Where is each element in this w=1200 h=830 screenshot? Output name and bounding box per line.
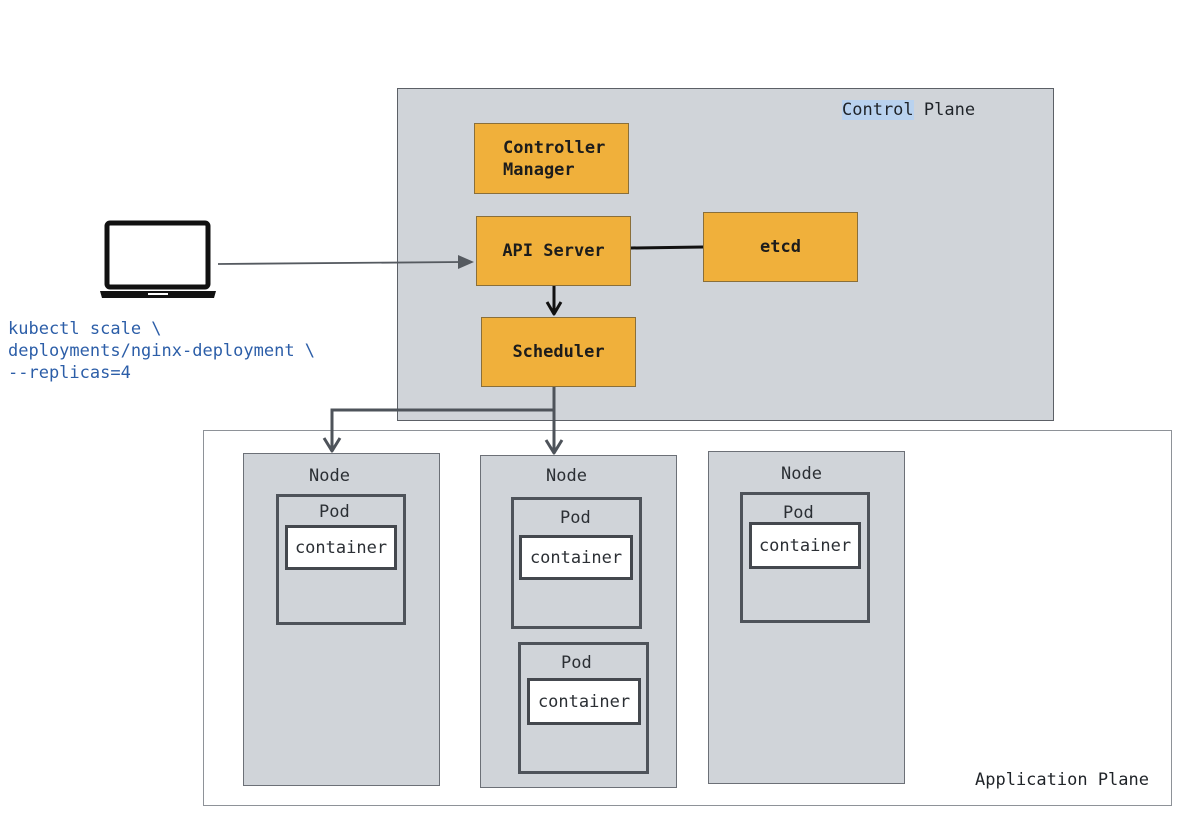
etcd-label: etcd: [760, 237, 801, 257]
control-plane-label-rest: Plane: [913, 100, 976, 120]
scheduler-label: Scheduler: [512, 342, 605, 362]
controller-manager-label: Controller Manager: [503, 137, 606, 180]
etcd-box: etcd: [703, 212, 858, 282]
controller-manager-box: Controller Manager: [474, 123, 629, 194]
node-2-pod-1-label: Pod: [560, 508, 591, 528]
control-plane-label-highlight: Control: [842, 100, 914, 120]
api-server-label: API Server: [502, 241, 605, 261]
node-3-pod-1-label: Pod: [783, 503, 814, 523]
scheduler-to-node-1-arrowhead: [322, 437, 342, 453]
node-3-pod-1-container: container: [749, 522, 861, 569]
node-2-pod-1: [511, 497, 642, 629]
node-2-pod-2-label: Pod: [561, 653, 592, 673]
api-etcd-link: [630, 245, 704, 250]
node-1: [243, 453, 440, 786]
control-plane-label: Control Plane: [842, 100, 975, 120]
client-to-api-arrow: [217, 261, 463, 265]
scheduler-box: Scheduler: [481, 317, 636, 387]
node-2-pod-2-container: container: [527, 678, 641, 725]
api-to-scheduler-arrowhead: [545, 301, 563, 316]
kubectl-command: kubectl scale \ deployments/nginx-deploy…: [8, 319, 316, 383]
client-to-api-arrowhead: [458, 255, 474, 269]
node-1-pod-1: [276, 494, 406, 625]
api-server-box: API Server: [476, 216, 631, 286]
scheduler-to-node-2-arrowhead: [544, 439, 564, 455]
application-plane-label: Application Plane: [975, 770, 1149, 790]
node-1-pod-1-container: container: [285, 525, 397, 570]
node-1-pod-1-label: Pod: [319, 502, 350, 522]
scheduler-to-node-1-line: [330, 387, 556, 450]
node-2-label: Node: [546, 466, 587, 486]
node-2-pod-1-container: container: [519, 535, 633, 580]
laptop-icon: [100, 220, 216, 298]
node-3-label: Node: [781, 464, 822, 484]
node-1-label: Node: [309, 466, 350, 486]
node-2-pod-2: [518, 642, 649, 774]
node-3-pod-1: [740, 492, 870, 623]
